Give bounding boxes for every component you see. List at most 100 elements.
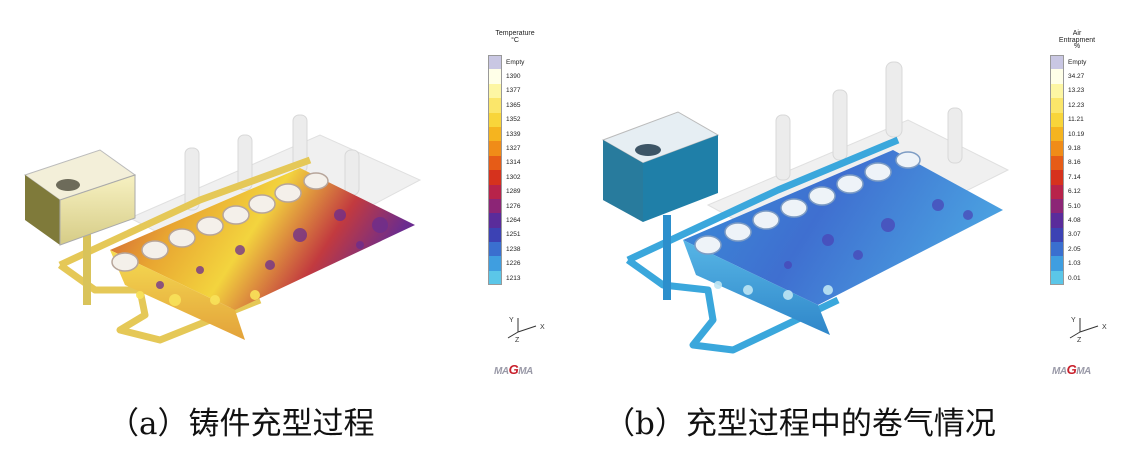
legend-label: 1251	[506, 231, 521, 239]
legend-label: Empty	[1068, 58, 1087, 66]
legend-row: 34.27	[1050, 69, 1112, 84]
legend-swatch	[1050, 155, 1064, 171]
legend-swatch	[488, 242, 502, 257]
caption-b: （b）充型过程中的卷气情况	[604, 406, 996, 442]
legend-swatch	[488, 126, 502, 142]
legend-row: 1251	[488, 227, 550, 243]
legend-label: 3.07	[1068, 231, 1081, 239]
legend-row: 1238	[488, 242, 550, 257]
legend-row: 1302	[488, 170, 550, 185]
legend-row: 10.19	[1050, 126, 1112, 142]
legend-title: Temperature	[495, 30, 535, 37]
legend-row: 1314	[488, 155, 550, 171]
legend-row: Empty	[1050, 55, 1112, 70]
legend-swatch	[1050, 98, 1064, 113]
legend-swatch	[488, 98, 502, 113]
axis-triad-icon: Y Z X	[507, 317, 545, 342]
legend-row: 5.10	[1050, 198, 1112, 214]
legend-row: 1226	[488, 256, 550, 271]
legend-swatch	[488, 112, 502, 127]
legend-swatch	[488, 170, 502, 185]
legend-label: Empty	[506, 58, 525, 66]
legend-row: 7.14	[1050, 170, 1112, 185]
legend-row: 1352	[488, 112, 550, 127]
legend-label: 6.12	[1068, 188, 1081, 196]
legend-row: 1327	[488, 141, 550, 156]
legend-label: 1365	[506, 101, 521, 109]
legend-row: 1365	[488, 98, 550, 113]
legend-swatch	[1050, 242, 1064, 257]
legend-label: 1264	[506, 216, 521, 224]
pouring-cup	[601, 111, 720, 222]
legend-label: 1302	[506, 173, 521, 181]
legend-row: 12.23	[1050, 98, 1112, 113]
legend-row: 6.12	[1050, 184, 1112, 199]
caption-a: （a）铸件充型过程	[108, 406, 375, 442]
legend-label: 7.14	[1068, 173, 1081, 181]
legend-label: 1339	[506, 130, 521, 138]
axis-y-label: Y	[509, 317, 514, 324]
legend-swatch	[1050, 126, 1064, 142]
legend-label: 1238	[506, 245, 521, 253]
legend-label: 8.16	[1068, 159, 1081, 167]
legend-swatch	[488, 270, 502, 286]
cylinder-bores	[694, 151, 921, 255]
legend-row: 1.03	[1050, 256, 1112, 271]
legend-label: 34.27	[1068, 73, 1085, 81]
legend-swatch	[1050, 55, 1064, 70]
legend-swatch	[1050, 112, 1064, 127]
legend-swatch	[1050, 170, 1064, 185]
legend-label: 12.23	[1068, 101, 1085, 109]
legend-swatch	[488, 155, 502, 171]
legend-swatch	[488, 256, 502, 271]
legend-swatch	[488, 83, 502, 99]
legend-label: 1.03	[1068, 260, 1081, 268]
legend-swatch	[488, 69, 502, 84]
legend-row: 1264	[488, 213, 550, 228]
pouring-cup	[23, 149, 137, 246]
legend-swatch	[488, 141, 502, 156]
legend-swatch	[488, 227, 502, 243]
legend-row: 1390	[488, 69, 550, 84]
legend-swatch	[488, 55, 502, 70]
legend-label: 1276	[506, 202, 521, 210]
legend-row: 4.08	[1050, 213, 1112, 228]
axis-triad-icon: Y Z X	[1069, 317, 1107, 342]
legend-row: 1213	[488, 270, 550, 286]
legend-unit: °C	[511, 37, 519, 44]
legend-swatch	[1050, 213, 1064, 228]
legend-label: 9.18	[1068, 145, 1081, 153]
legend-label: 1213	[506, 274, 521, 282]
legend-label: 2.05	[1068, 245, 1081, 253]
engine-block-body	[110, 168, 415, 310]
magma-logo: MAGMA	[1052, 362, 1091, 377]
casting-temperature-render	[23, 114, 422, 344]
legend-swatch	[1050, 69, 1064, 84]
legend-label: 1226	[506, 260, 521, 268]
cylinder-bores	[111, 172, 329, 272]
axis-z-label: Z	[1077, 337, 1082, 342]
legend-swatch	[488, 184, 502, 199]
legend-row: 1289	[488, 184, 550, 199]
legend-row: 13.23	[1050, 83, 1112, 99]
legend-label: 5.10	[1068, 202, 1081, 210]
axis-z-label: Z	[515, 337, 520, 342]
legend-label: 4.08	[1068, 216, 1081, 224]
legend-row: 1377	[488, 83, 550, 99]
legend-label: 13.23	[1068, 87, 1085, 95]
engine-block-body	[683, 150, 1003, 305]
legend-unit: %	[1073, 43, 1081, 50]
legend-title-line1: Air	[1072, 30, 1082, 37]
legend-title-line2: Entrapment	[1058, 37, 1096, 44]
riser-columns	[775, 61, 963, 181]
legend-label: 1352	[506, 116, 521, 124]
magma-logo: MAGMA	[494, 362, 533, 377]
axis-x-label: X	[1102, 324, 1107, 331]
legend-row: 2.05	[1050, 242, 1112, 257]
legend-swatch	[1050, 198, 1064, 214]
